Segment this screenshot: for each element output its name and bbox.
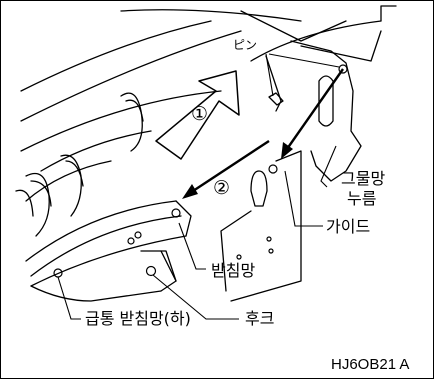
lower-panel [230,150,302,302]
hose-7 [15,189,34,217]
support-net-lower [30,235,187,287]
top-bracket [380,5,397,22]
figure-code: HJ6OB21 A [331,356,410,373]
hose-4 [65,160,84,187]
drum-curve-6 [120,9,302,22]
net-press-label-line2: 누름 [347,189,377,208]
support-net-end [175,200,192,237]
hook-leader [152,274,239,320]
pin-leader-1 [265,53,274,97]
tub-net-leader [57,276,81,320]
support-net-leader [178,222,206,270]
guide-leader [284,170,323,227]
pin-label: ピン [233,38,258,52]
step1-arrow [155,70,240,160]
pin-arrow-line [286,68,344,150]
drum-curve-4 [40,130,152,172]
housing-outline [290,40,362,182]
hole-3 [134,231,142,239]
drum-curve-2 [20,30,242,122]
hose-3 [60,154,82,217]
step2-number: ② [213,177,231,199]
support-net-label: 받침망 [211,261,256,280]
tub-support-net-lower-label: 급통 받침망(하) [85,309,191,328]
drum-curve-1 [20,20,212,92]
hose-2 [125,99,144,122]
hole-7 [268,248,274,254]
hose-6 [30,180,52,207]
net-press-leader [320,145,337,188]
hole-4 [145,265,157,277]
housing-slot [318,75,334,127]
hole-8 [236,254,242,260]
step1-number: ① [191,103,209,125]
top-edge [240,10,347,42]
pin-arrowhead [281,142,293,159]
drum-curve-5 [25,160,112,202]
hole-5 [171,208,181,218]
guide-label: 가이드 [326,217,371,236]
pin-head [338,64,348,74]
drum-curve-3 [20,90,222,152]
support-net-inner [30,215,182,277]
support-net-base [30,285,162,302]
step2-arrowhead [182,184,198,199]
hole-2 [127,237,135,245]
net-press-label-line1: 그물망 [341,169,386,188]
pin-leader-2 [268,53,340,68]
pin-body [268,92,284,106]
guide-hole [268,164,278,174]
keyhole-slot [250,170,268,207]
hook-plate [140,250,177,282]
housing-rail [300,30,382,62]
drum-curve-7 [250,20,382,62]
hose-1 [120,92,143,152]
net-hook-bar [265,55,282,112]
hook-label: 후크 [245,309,275,328]
lower-panel-edge [220,210,252,292]
hose-5 [25,172,50,237]
step2-arrow-line [192,139,270,193]
support-net-outer [25,200,177,262]
hole-6 [266,236,272,242]
